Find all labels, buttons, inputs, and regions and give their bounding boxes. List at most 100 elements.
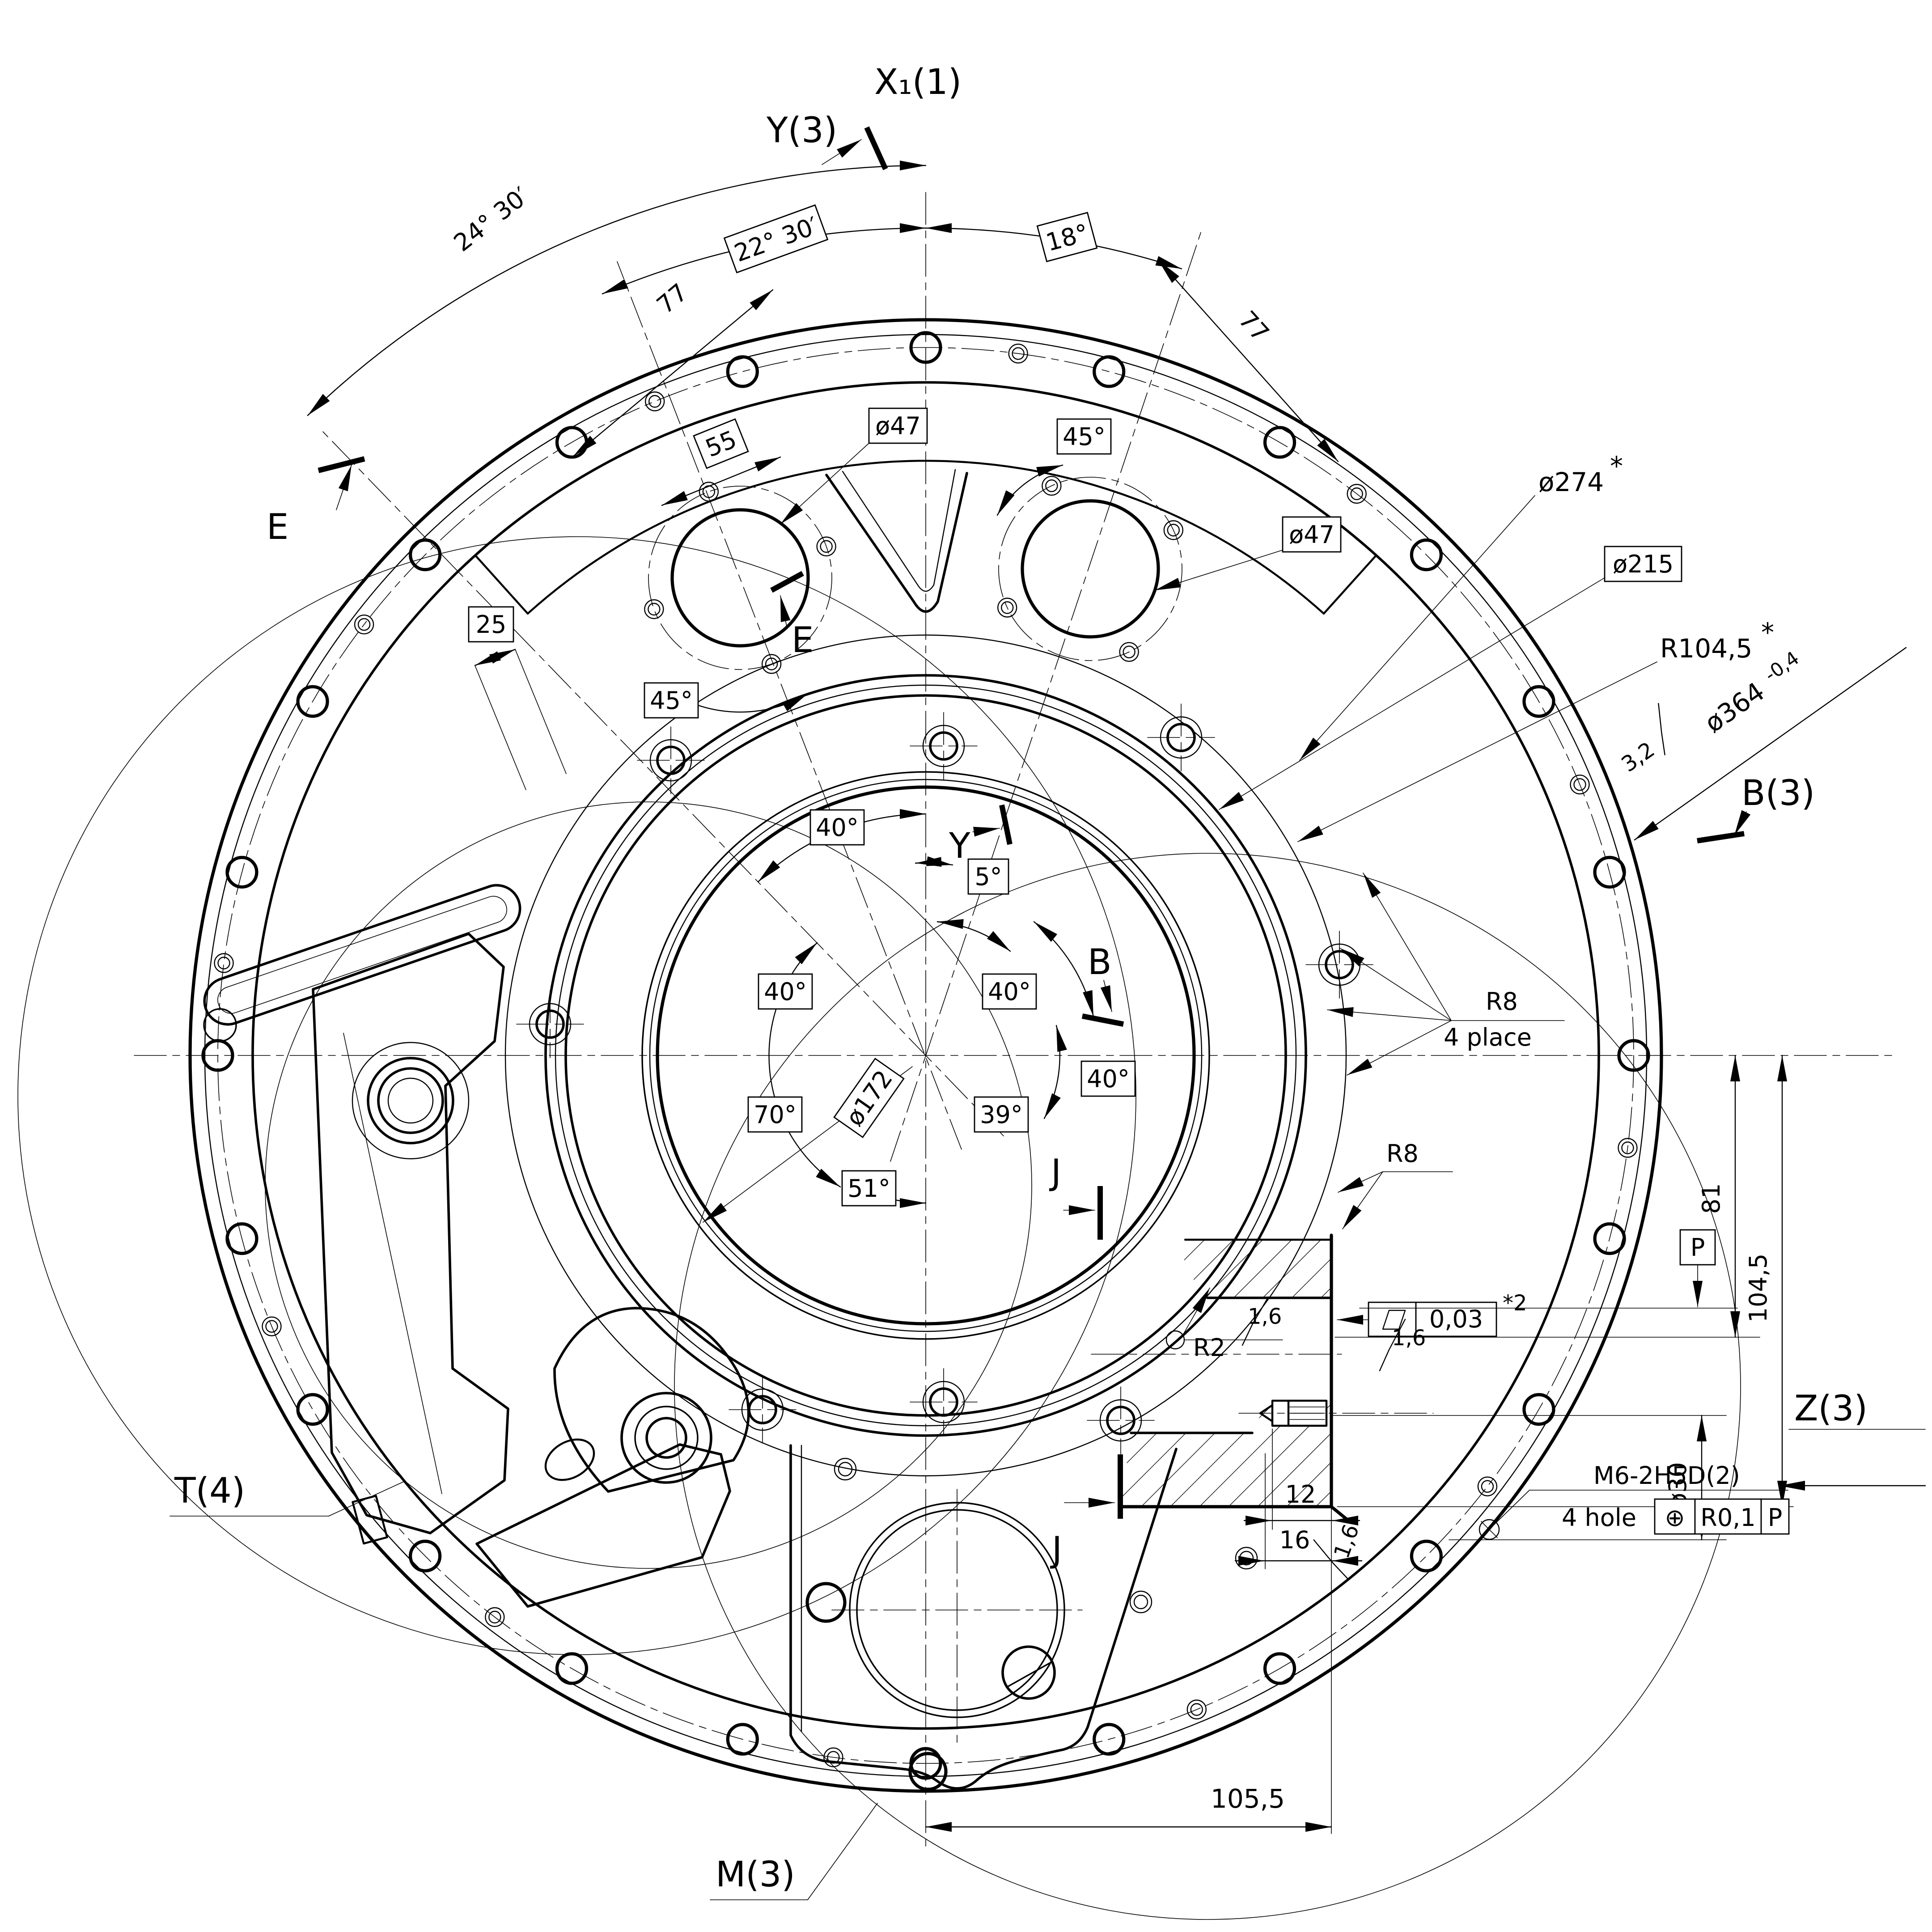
dim-32: 3,2 xyxy=(1617,737,1659,777)
dim-45l-box: 45° xyxy=(644,682,699,719)
phantom-circle-3 xyxy=(674,853,1741,1920)
m6-target-x2 xyxy=(1481,1521,1498,1538)
boss2-outer xyxy=(620,1392,712,1484)
view-b3-group: B(3) xyxy=(1697,773,1815,843)
opening-bolt-hole-inner xyxy=(648,602,661,616)
hatch-upper xyxy=(1184,1240,1331,1298)
arc-45-right xyxy=(996,464,1063,516)
dim-47-right: ø47 xyxy=(1289,521,1335,549)
left-opening xyxy=(670,508,810,648)
dim-39-box: 39° xyxy=(974,1096,1029,1133)
phantom-circle-1 xyxy=(265,801,1032,1569)
dim-47-left: ø47 xyxy=(875,412,921,440)
view-z3: Z(3) xyxy=(1794,1389,1868,1429)
r8b-leader-1 xyxy=(1338,1171,1383,1193)
dim-40-left: 40° xyxy=(764,978,807,1006)
dim-r8a-note: 4 place xyxy=(1444,1023,1532,1051)
plug-body xyxy=(1271,1399,1328,1427)
web-edge-right xyxy=(1322,554,1377,615)
r8a-leader-2 xyxy=(1339,948,1452,1021)
t4-leader xyxy=(328,1481,405,1517)
flange-inner-edge xyxy=(251,381,1600,1730)
boss1-inner xyxy=(377,1067,444,1134)
m6-target-hole xyxy=(1479,1519,1500,1540)
flatness-icon xyxy=(1382,1309,1406,1330)
flange-bolt-hole xyxy=(555,1652,589,1685)
dim-22deg-box: 22° 30′ xyxy=(723,204,829,274)
opening-bolt-hole xyxy=(761,654,782,674)
flange-bolt-hole xyxy=(409,538,442,572)
b-arrow xyxy=(1100,980,1112,1012)
r2-arrow xyxy=(1182,1288,1210,1335)
roughness-16b: 1,6 xyxy=(1379,1318,1426,1372)
dim-364: ø364 xyxy=(1699,676,1770,739)
flange-small-hole-inner xyxy=(1350,487,1363,500)
dim-line-364 xyxy=(1634,647,1907,841)
pos-val: R0,1 xyxy=(1700,1504,1755,1532)
m6-hole-2 xyxy=(1129,1590,1152,1614)
y-arrow xyxy=(972,826,1000,837)
plate-hole-left xyxy=(805,1582,847,1623)
dim-215-group: ø215 xyxy=(1219,546,1682,810)
dim-77-right: 77 xyxy=(1233,305,1275,347)
dim-364-tol: -0,4 xyxy=(1760,647,1803,686)
flange-bolt-hole xyxy=(201,1039,234,1072)
flange-small-hole xyxy=(262,1316,282,1336)
flange-small-hole xyxy=(1347,483,1367,504)
boss1-mid xyxy=(367,1057,454,1144)
dim-45r-box: 45° xyxy=(1056,418,1112,455)
left-brackets xyxy=(203,884,750,1608)
m6-hole-2-inner xyxy=(1133,1594,1148,1610)
view-m3-group: M(3) xyxy=(710,1803,878,1900)
flange-small-hole xyxy=(645,391,665,411)
roughness-16c: 1,6 xyxy=(1313,1521,1364,1580)
m6-leader xyxy=(1496,1490,1530,1523)
opening-bolt-hole-inner xyxy=(1001,601,1014,614)
flange-bolt-hole xyxy=(1263,1652,1296,1685)
dim-81: 81 xyxy=(1697,1183,1725,1214)
leader-r104 xyxy=(1297,661,1657,842)
dim-r104-group: R104,5 * xyxy=(1297,617,1774,842)
view-y-inner-group: Y xyxy=(949,804,1013,866)
dim-25: 25 xyxy=(476,610,507,639)
small-tab xyxy=(352,1495,388,1545)
b-tick xyxy=(1081,1013,1124,1027)
view-e-inner-group: E xyxy=(770,571,813,661)
roughness-32: 3,2 xyxy=(1617,703,1665,777)
dim-40-right: 40° xyxy=(1087,1065,1130,1093)
view-b-inner: B xyxy=(1088,942,1112,983)
boss2-mid xyxy=(634,1406,699,1470)
pos-ref: P xyxy=(1768,1504,1783,1532)
view-t4: T(4) xyxy=(174,1471,245,1511)
dim-215: ø215 xyxy=(1613,550,1674,578)
opening-bolt-hole-inner xyxy=(820,540,833,553)
dim-70: 70° xyxy=(754,1101,797,1129)
plate-hole-bottom xyxy=(908,1752,948,1791)
dim-18deg-box: 18° xyxy=(1036,212,1098,263)
flange-bolt-hole xyxy=(1593,856,1626,889)
flange-bolt-hole xyxy=(1617,1039,1650,1072)
flatness-value: 0,03 xyxy=(1429,1305,1483,1333)
view-x1-group: X₁(1) xyxy=(874,62,962,102)
boss1-outer xyxy=(352,1042,470,1160)
view-y-inner: Y xyxy=(949,826,970,866)
y-tick xyxy=(999,804,1013,845)
dim-39: 39° xyxy=(980,1101,1023,1129)
leader-274 xyxy=(1299,495,1535,761)
dim-12: 12 xyxy=(1285,1480,1316,1508)
flange-bolt-hole xyxy=(1410,538,1443,572)
flange-bolt-hole xyxy=(225,856,258,889)
view-b3: B(3) xyxy=(1741,773,1815,813)
v-notch-inner xyxy=(842,469,956,592)
flange-small-hole xyxy=(1008,343,1028,364)
dim-line-77-right xyxy=(1157,259,1339,462)
dim-16b: 1,6 xyxy=(1392,1326,1426,1351)
r8a-leader-1 xyxy=(1363,873,1452,1021)
v-notch-outer xyxy=(825,472,968,613)
datum-p-group: P xyxy=(1679,1229,1716,1307)
b3-tick xyxy=(1697,831,1745,843)
plate-hole-chord-line xyxy=(1006,1661,1053,1688)
view-m3: M(3) xyxy=(716,1855,795,1895)
m3-leader xyxy=(807,1803,878,1900)
